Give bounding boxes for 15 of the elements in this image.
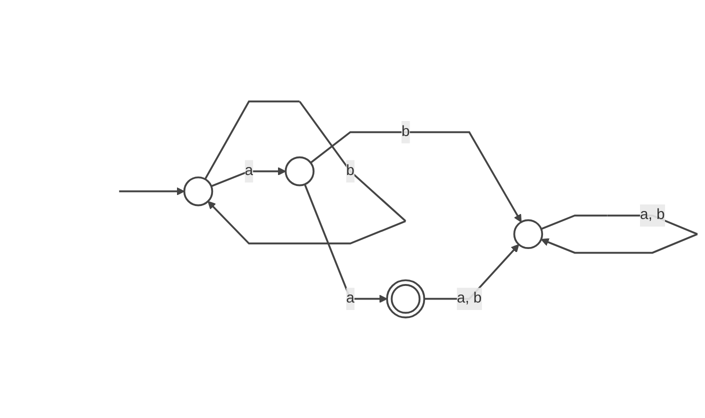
edge-label: a: [244, 162, 254, 178]
node-circle: [183, 176, 214, 206]
node-circle: [284, 156, 315, 186]
node-double-circle: [386, 278, 426, 318]
arrow: [210, 166, 286, 187]
edge-label: a: [346, 290, 354, 306]
edge-label: b: [401, 123, 410, 140]
arrow: [310, 130, 522, 222]
arrow: [119, 186, 185, 195]
arrow: [204, 100, 406, 244]
node-circle: [513, 218, 544, 249]
arrow: [304, 183, 388, 302]
edge-label: b: [346, 162, 354, 178]
edge-label: a, b: [640, 206, 665, 222]
edge-label: a, b: [456, 290, 482, 306]
